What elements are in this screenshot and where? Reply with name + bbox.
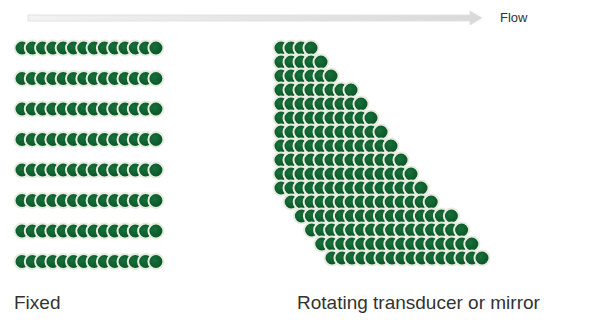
scan-dot [384,139,399,154]
scan-dot [364,111,379,126]
scan-dot [444,209,459,224]
scan-dot [344,83,359,98]
rotating-dot-array [274,41,490,266]
panel-label: Fixed [14,292,60,315]
scan-dot [314,55,329,70]
scan-dot [475,251,490,266]
scan-dot [354,97,369,112]
scan-dot [454,223,469,238]
scan-dot [424,195,439,210]
scan-dot [304,41,319,56]
scan-dot [324,69,339,84]
scan-dot [148,163,163,178]
scan-dot [464,237,479,252]
scan-dot [414,181,429,196]
scan-dot [148,41,163,56]
panel-label: Rotating transducer or mirror [297,292,540,315]
scan-dot [374,125,389,140]
scan-dot [148,193,163,208]
flow-arrow [28,11,482,25]
scan-dot [394,153,409,168]
fixed-dot-array [15,41,164,270]
scan-dot [148,132,163,147]
scan-dot [148,102,163,117]
scan-dot [148,254,163,269]
flow-label: Flow [500,10,527,26]
scan-dot [404,167,419,182]
scan-dot [148,71,163,86]
scan-dot [148,224,163,239]
